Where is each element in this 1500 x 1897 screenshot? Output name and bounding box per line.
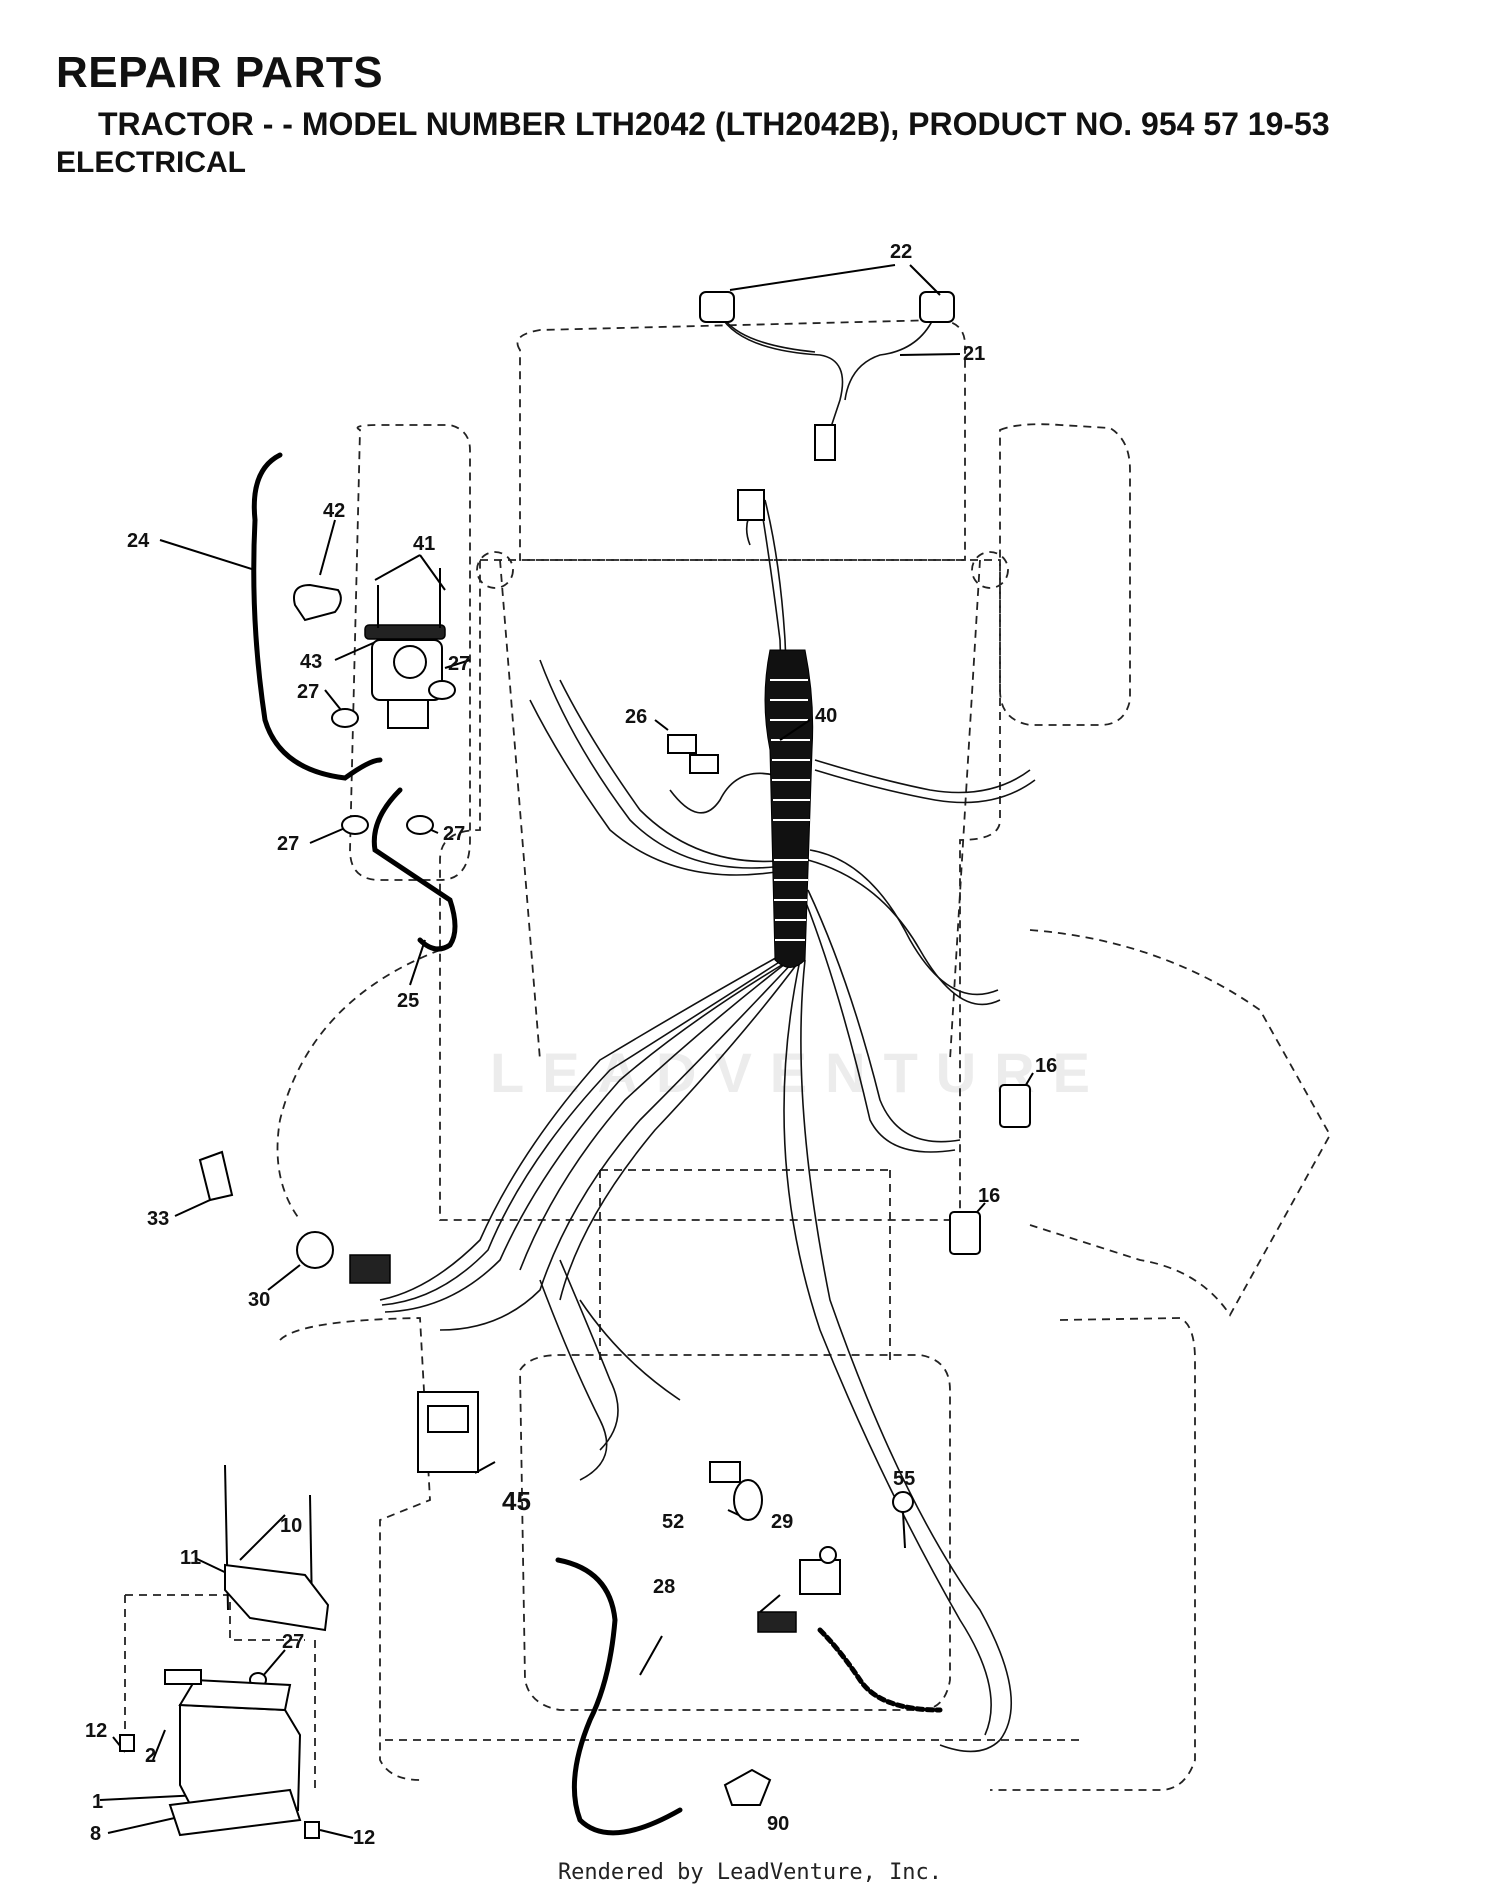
callout-21: 21 (963, 343, 985, 365)
callout-42: 42 (323, 500, 345, 522)
callout-27: 27 (443, 823, 465, 845)
callout-27: 27 (282, 1631, 304, 1653)
callout-labels: 22 21 42 41 24 43 27 27 26 40 27 27 25 1… (85, 241, 1057, 1849)
battery-bolts-2 (164, 1669, 202, 1685)
headlight-assembly (699, 291, 955, 521)
hourmeter-45 (417, 1391, 479, 1473)
terminal-boot-42 (293, 583, 342, 622)
model-subtitle: TRACTOR - - MODEL NUMBER LTH2042 (LTH204… (98, 106, 1330, 142)
seat-switch-harness (757, 1546, 943, 1713)
screw-55 (892, 1491, 914, 1549)
callout-27: 27 (448, 653, 470, 675)
leader-lines (99, 264, 1034, 1839)
callout-12: 12 (85, 1720, 107, 1742)
battery-1 (178, 1678, 302, 1811)
fuse-holder-26 (667, 734, 719, 774)
hex-nuts-27 (249, 680, 456, 1688)
callout-24: 24 (127, 530, 150, 552)
callout-28: 28 (653, 1576, 675, 1598)
callout-40: 40 (815, 705, 837, 727)
callout-52: 52 (662, 1511, 684, 1533)
callout-27: 27 (297, 681, 319, 703)
callout-8: 8 (90, 1823, 101, 1845)
tractor-outline (124, 319, 1332, 1791)
callout-10: 10 (280, 1515, 302, 1537)
page-title: REPAIR PARTS (56, 48, 384, 97)
callout-16: 16 (978, 1185, 1000, 1207)
battery-hold-down-10-11 (224, 1464, 330, 1632)
light-bulb-29 (733, 1479, 763, 1521)
battery-cables (251, 452, 683, 1836)
harness-loom (764, 649, 814, 968)
callout-90: 90 (767, 1813, 789, 1835)
diode-52 (709, 1461, 741, 1483)
solenoid-bolts-41 (377, 568, 441, 628)
callout-22: 22 (890, 241, 912, 263)
battery-tray-8 (168, 1788, 302, 1837)
callout-12: 12 (353, 1827, 375, 1849)
section-label: ELECTRICAL (56, 146, 246, 179)
ignition-key-33 (198, 1150, 234, 1202)
callout-25: 25 (397, 990, 419, 1012)
ignition-switch-30 (296, 1231, 391, 1284)
wiring-harness (379, 499, 1036, 1753)
render-credit: Rendered by LeadVenture, Inc. (557, 1860, 943, 1885)
interlock-switches-16 (949, 1084, 1031, 1255)
callout-43: 43 (300, 651, 322, 673)
boot-90 (723, 1768, 772, 1806)
callout-30: 30 (248, 1289, 270, 1311)
callout-33: 33 (147, 1208, 169, 1230)
callout-2: 2 (145, 1745, 156, 1767)
callout-55: 55 (893, 1468, 915, 1490)
callout-26: 26 (625, 706, 647, 728)
callout-11: 11 (180, 1547, 201, 1569)
callout-45: 45 (502, 1486, 531, 1516)
callout-29: 29 (771, 1511, 793, 1533)
starter-solenoid-43 (364, 624, 446, 729)
callout-16: 16 (1035, 1055, 1057, 1077)
callout-1: 1 (92, 1791, 103, 1813)
cage-nuts-12 (119, 1734, 320, 1839)
callout-41: 41 (413, 533, 435, 555)
callout-27: 27 (277, 833, 299, 855)
